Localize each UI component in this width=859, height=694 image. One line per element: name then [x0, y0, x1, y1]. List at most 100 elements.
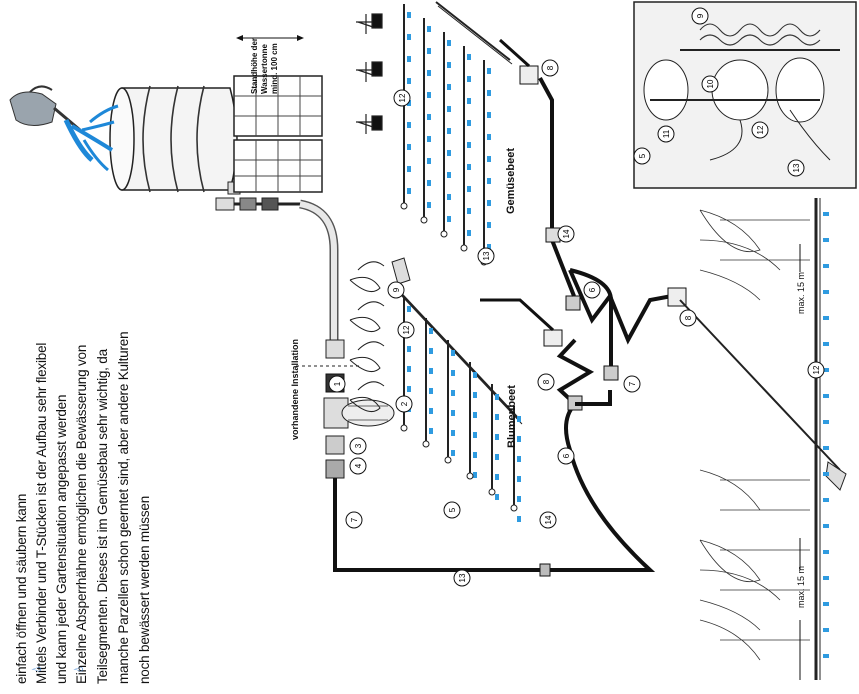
- drip-emitter: [447, 62, 451, 68]
- drip-emitter: [451, 430, 455, 436]
- drip-emitter: [823, 654, 829, 658]
- standhoehe-line-3: mind. 100 cm: [270, 43, 279, 94]
- drip-emitter: [487, 222, 491, 228]
- drip-emitter: [467, 98, 471, 104]
- part-number-n13a: 13: [458, 573, 467, 582]
- part-number-n8a: 8: [542, 379, 551, 384]
- drip-emitter: [823, 628, 829, 632]
- part-marker-circle: [807, 361, 825, 379]
- drip-emitter: [473, 412, 477, 418]
- part-number-n9a: 9: [392, 287, 401, 292]
- drip-emitter: [495, 494, 499, 500]
- drip-emitter: [517, 416, 521, 422]
- drip-emitter: [487, 156, 491, 162]
- drip-emitter: [427, 48, 431, 54]
- watering-can-icon: [9, 85, 119, 172]
- part-marker-circle: [349, 457, 367, 475]
- rain-barrel: [109, 85, 241, 195]
- drip-emitter: [447, 128, 451, 134]
- instruction-line-1: einfach öffnen und säubern kann: [14, 493, 29, 684]
- part-number-n14b: 14: [562, 229, 571, 238]
- drip-emitter: [407, 306, 411, 312]
- drip-emitter: [487, 90, 491, 96]
- vorhandene-installation-label: vorhandene Installation: [290, 338, 300, 440]
- drip-emitter: [427, 26, 431, 32]
- drip-emitter: [823, 238, 829, 242]
- drip-emitter: [487, 178, 491, 184]
- part-number-n4: 4: [354, 463, 363, 468]
- part-marker-circle: [701, 75, 719, 93]
- drip-emitter: [473, 452, 477, 458]
- drip-emitter: [473, 432, 477, 438]
- part-marker-circle: [539, 511, 557, 529]
- standhoehe-line-2: Wassertonne: [260, 44, 269, 94]
- part-marker-circle: [787, 159, 805, 177]
- drip-emitter: [451, 390, 455, 396]
- blumenbeet-drip-grid: [391, 257, 523, 522]
- blumenbeet-label: Blumenbeet: [506, 385, 518, 448]
- drip-emitter: [451, 370, 455, 376]
- drip-emitter: [427, 202, 431, 208]
- part-marker-circle: [393, 89, 411, 107]
- bullet-icon-2: 💧︎: [70, 666, 86, 672]
- drip-emitter: [495, 474, 499, 480]
- drip-emitter: [487, 112, 491, 118]
- drip-emitter: [427, 180, 431, 186]
- drip-emitter: [407, 122, 411, 128]
- height-arrow: [236, 35, 304, 41]
- drip-emitter: [467, 76, 471, 82]
- main-line: [333, 402, 656, 572]
- bullet-icon-1: 💧︎: [28, 666, 44, 672]
- drip-emitter: [427, 92, 431, 98]
- gemuesebeet-label: Gemüsebeet: [505, 147, 517, 214]
- drip-emitter: [447, 194, 451, 200]
- part-marker-circle: [557, 225, 575, 243]
- part-number-n12b: 12: [398, 93, 407, 102]
- drip-emitter: [467, 54, 471, 60]
- part-marker-circle: [443, 501, 461, 519]
- part-number-n12c: 12: [812, 365, 821, 374]
- drip-emitter: [427, 136, 431, 142]
- drip-emitter: [429, 348, 433, 354]
- part-number-n3: 3: [354, 443, 363, 448]
- drip-emitter: [487, 134, 491, 140]
- drip-emitter: [427, 70, 431, 76]
- part-marker-circle: [751, 121, 769, 139]
- drip-emitter: [407, 78, 411, 84]
- drip-emitter: [495, 434, 499, 440]
- drip-emitter: [447, 216, 451, 222]
- filter-assembly: [323, 373, 395, 522]
- part-marker-circle: [387, 281, 405, 299]
- drip-emitter: [823, 420, 829, 424]
- instruction-line-5: Teilsegmenten. Dieses ist im Gemüsebau s…: [95, 349, 110, 684]
- part-marker-circle: [477, 247, 495, 265]
- part-number-n5: 5: [448, 507, 457, 512]
- instruction-line-6: manche Parzellen schon geerntet sind, ab…: [116, 331, 131, 684]
- part-marker-circle: [345, 511, 363, 529]
- max-length-left: max. 15 m: [796, 565, 806, 608]
- drip-emitter: [823, 394, 829, 398]
- drip-emitter: [429, 368, 433, 374]
- part-number-n7b: 7: [628, 381, 637, 386]
- drip-emitter: [517, 496, 521, 502]
- part-marker-circle: [633, 147, 651, 165]
- part-number-n2: 2: [400, 401, 409, 406]
- drip-emitter: [451, 350, 455, 356]
- drip-emitter: [823, 264, 829, 268]
- drip-emitter: [823, 212, 829, 216]
- drip-emitter: [487, 200, 491, 206]
- drip-emitter: [823, 524, 829, 528]
- drip-emitter: [517, 436, 521, 442]
- max-length-right: max. 15 m: [796, 271, 806, 314]
- part-number-n10: 10: [706, 79, 715, 88]
- drip-emitter: [407, 188, 411, 194]
- drip-emitter: [823, 498, 829, 502]
- drip-emitter: [823, 576, 829, 580]
- drip-emitter: [473, 472, 477, 478]
- detail-inset: [633, 1, 857, 189]
- drip-emitter: [407, 144, 411, 150]
- drip-emitter: [407, 100, 411, 106]
- vegetable-plants: [356, 13, 383, 134]
- drip-emitter: [429, 428, 433, 434]
